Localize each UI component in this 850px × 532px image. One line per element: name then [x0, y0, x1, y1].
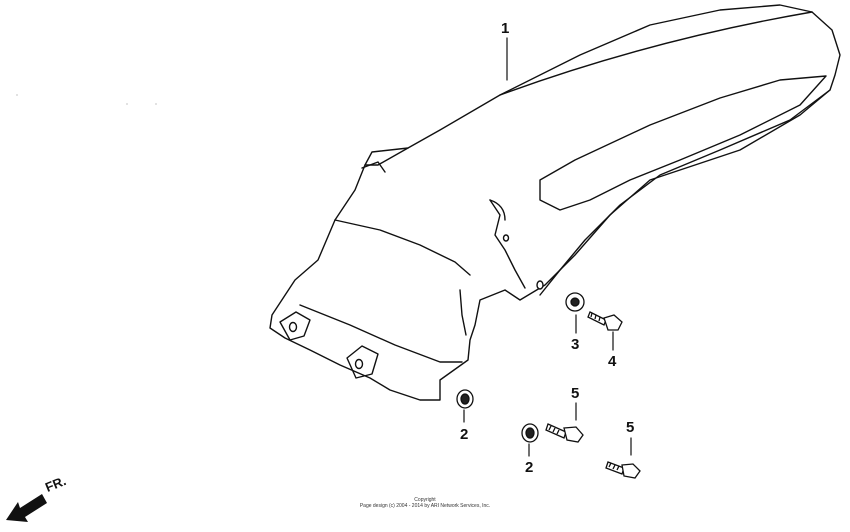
rear-fender-part [269, 4, 841, 401]
callout-5: 5 [571, 385, 580, 402]
callout-3: 3 [571, 336, 580, 353]
callout-4: 4 [608, 353, 617, 370]
callout-2: 2 [460, 426, 469, 443]
copyright-line-2: Page design (c) 2004 - 2014 by ARI Netwo… [359, 503, 491, 509]
bolt-part-5a [545, 423, 584, 443]
callout-5: 5 [626, 419, 635, 436]
front-direction-arrow-icon [6, 494, 47, 522]
copyright-line-1: Copyright [414, 497, 436, 503]
washer-part-3 [565, 292, 585, 312]
leader-lines [463, 37, 632, 457]
bolt-part-5b [605, 461, 641, 479]
callout-2: 2 [525, 459, 534, 476]
bolt-part-4 [587, 311, 623, 331]
callout-1: 1 [501, 20, 510, 37]
grommet-part-2 [456, 389, 539, 443]
